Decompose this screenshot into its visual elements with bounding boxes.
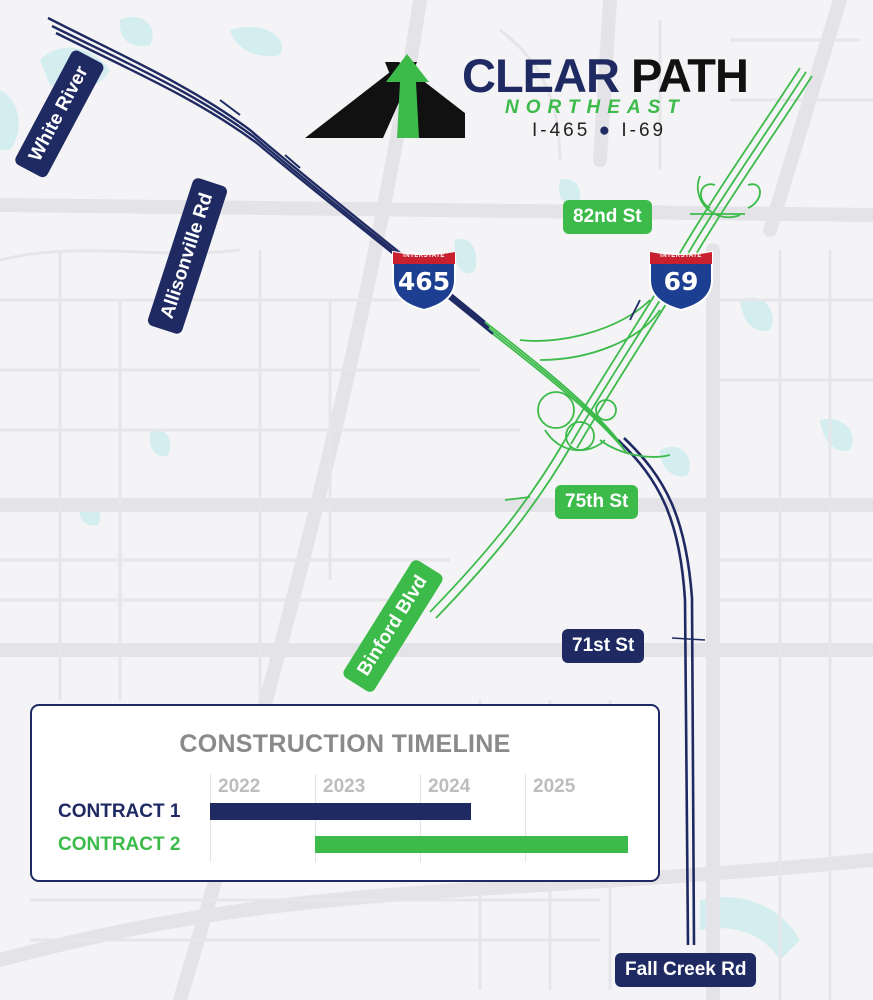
road-label-75th-st: 75th St [555,485,639,519]
logo-title: CLEAR PATH [462,48,749,103]
road-label-71st-st: 71st St [562,629,645,663]
logo-routes: I-465 ● I-69 [532,120,666,142]
timeline-year-label: 2022 [218,776,261,797]
timeline-year-label: 2024 [428,776,471,797]
shield-465-number: 465 [397,267,451,296]
road-label-fall-creek-rd: Fall Creek Rd [615,953,757,987]
water-bodies [0,16,853,960]
route-i465-text: I-465 [532,120,591,141]
timeline-year-label: 2025 [533,776,576,797]
clear-path-logo: CLEAR PATH NORTHEAST I-465 ● I-69 [305,48,755,142]
project-segments-green [429,67,813,619]
timeline-title: CONSTRUCTION TIMELINE [179,730,511,758]
interstate-465-shield-icon: INTERSTATE 465 [389,250,459,312]
shield-69-interstate-text: INTERSTATE [660,253,702,259]
logo-title-path: PATH [630,49,749,102]
road-arrow-icon [305,54,465,138]
contract-2-bar [315,836,628,853]
contract-1-bar [210,803,471,820]
route-separator-dot-icon: ● [598,120,614,141]
road-label-82nd-st: 82nd St [563,200,652,234]
minor-streets [0,20,873,1000]
construction-timeline-panel: CONSTRUCTION TIMELINE 2022 2023 2024 2025 C… [30,704,660,882]
contract-1-label: CONTRACT 1 [58,801,181,822]
route-i69-text: I-69 [621,120,667,141]
shield-465-interstate-text: INTERSTATE [403,253,445,259]
logo-title-clear: CLEAR [462,49,620,102]
timeline-year-divider [525,774,526,862]
timeline-year-label: 2023 [323,776,366,797]
interstate-69-shield-icon: INTERSTATE 69 [646,250,716,312]
contract-2-label: CONTRACT 2 [58,834,181,855]
shield-69-number: 69 [663,267,699,296]
i465-south-navy [617,437,706,946]
logo-subtitle: NORTHEAST [505,97,686,118]
